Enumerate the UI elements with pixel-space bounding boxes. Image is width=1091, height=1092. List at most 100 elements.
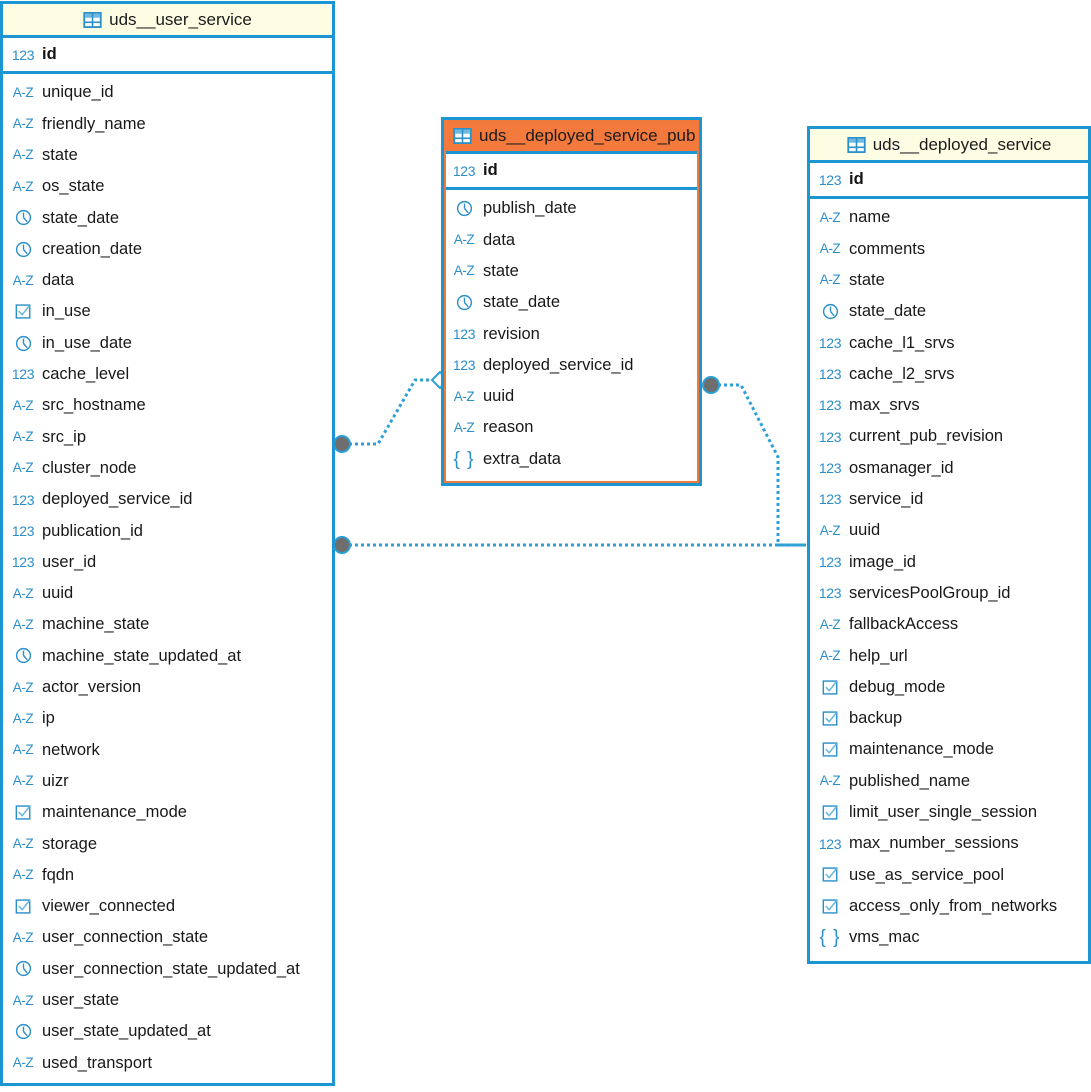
table-row[interactable]: maintenance_mode: [3, 796, 332, 829]
table-row[interactable]: { }vms_mac: [810, 921, 1088, 954]
number-123-icon: 123: [818, 585, 842, 602]
table-row[interactable]: machine_state_updated_at: [3, 640, 332, 672]
table-row[interactable]: state_date: [810, 295, 1088, 328]
checkbox-icon: [819, 865, 841, 885]
number-123-icon: 123: [452, 357, 476, 374]
table-row[interactable]: backup: [810, 702, 1088, 735]
column-name: deployed_service_id: [483, 355, 634, 374]
clock-icon: [12, 1022, 34, 1042]
table-header-uds__user_service[interactable]: uds__user_service: [3, 4, 332, 38]
column-name: user_connection_state: [42, 928, 209, 947]
primary-key-row[interactable]: 123 id: [810, 163, 1088, 199]
table-row[interactable]: { }extra_data: [444, 443, 699, 475]
column-name: revision: [483, 324, 540, 343]
column-name: maintenance_mode: [42, 803, 187, 822]
table-row[interactable]: in_use: [3, 296, 332, 328]
table-row[interactable]: access_only_from_networks: [810, 890, 1088, 922]
table-row[interactable]: debug_mode: [810, 671, 1088, 703]
text-az-icon: A-Z: [453, 388, 475, 404]
column-name: src_hostname: [42, 396, 146, 415]
table-row[interactable]: user_state_updated_at: [3, 1015, 332, 1048]
table-row[interactable]: 123 deployed_service_id: [444, 349, 699, 381]
clock-icon: [12, 333, 34, 353]
column-name: id: [849, 170, 864, 188]
table-row[interactable]: state_date: [444, 286, 699, 319]
table-grid-icon: [453, 127, 472, 144]
number-123-icon: 123: [11, 46, 35, 63]
checkbox-icon: [819, 802, 841, 822]
table-row[interactable]: in_use_date: [3, 327, 332, 359]
column-name: help_url: [849, 646, 908, 665]
column-name: deployed_service_id: [42, 490, 193, 509]
table-header-uds__deployed_service_pub[interactable]: uds__deployed_service_pub: [444, 120, 699, 154]
table-row[interactable]: creation_date: [3, 233, 332, 265]
table-row[interactable]: viewer_connected: [3, 890, 332, 923]
table-row[interactable]: limit_user_single_session: [810, 796, 1088, 828]
relationship-line: [343, 378, 432, 446]
table-row[interactable]: state_date: [3, 202, 332, 234]
number-123-icon: 123: [818, 171, 842, 188]
table-row[interactable]: user_connection_state_updated_at: [3, 953, 332, 985]
text-az-icon: A-Z: [819, 616, 841, 632]
table-title: uds__user_service: [109, 9, 252, 29]
table-header-uds__deployed_service[interactable]: uds__deployed_service: [810, 129, 1088, 163]
column-name: machine_state_updated_at: [42, 646, 242, 665]
checkbox-icon: [12, 802, 34, 822]
text-az-icon: A-Z: [819, 522, 841, 538]
table-row[interactable]: maintenance_mode: [810, 734, 1088, 766]
table-row[interactable]: publish_date: [444, 193, 699, 225]
table-grid-icon: [847, 136, 866, 153]
table-row[interactable]: use_as_service_pool: [810, 859, 1088, 891]
number-123-icon: 123: [452, 162, 476, 179]
